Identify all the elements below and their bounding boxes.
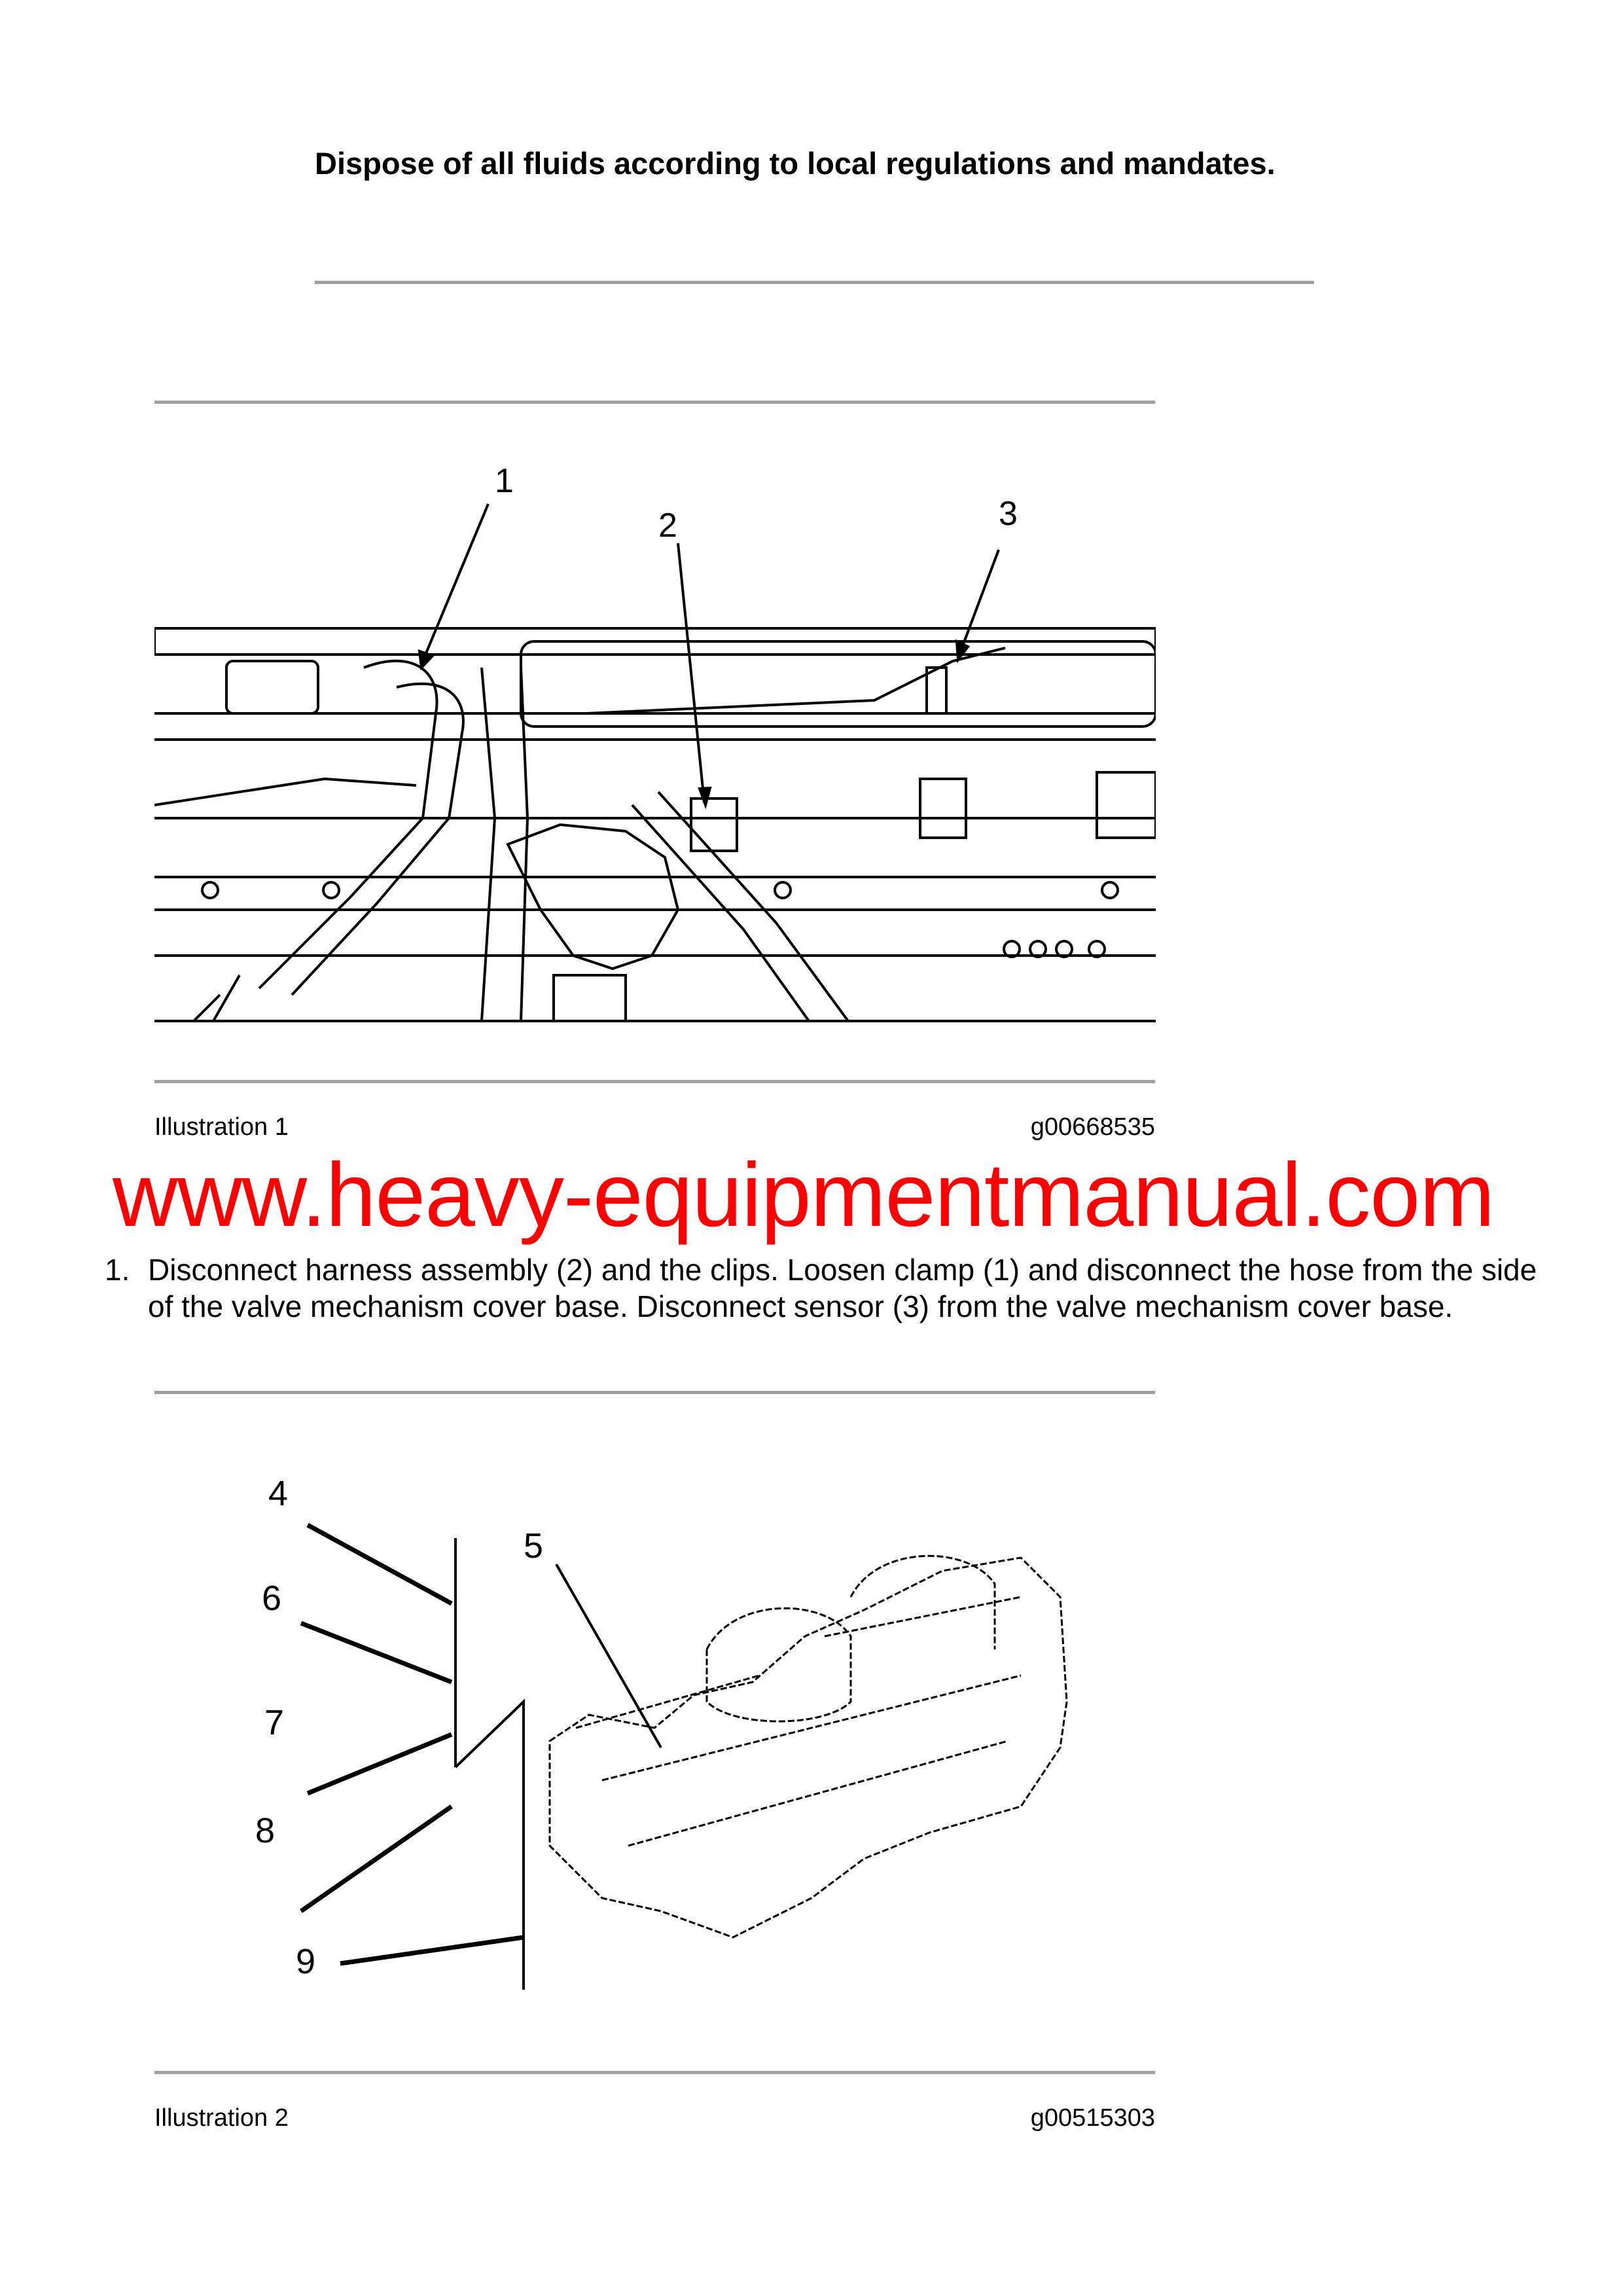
divider (154, 2071, 1155, 2074)
callout-8: 8 (255, 1811, 275, 1850)
callout-7: 7 (264, 1703, 284, 1742)
callout-1: 1 (495, 462, 514, 500)
illustration-1-label: Illustration 1 (154, 1113, 289, 1141)
step-number: 1. (105, 1253, 130, 1287)
callout-2: 2 (658, 507, 677, 545)
step-1: 1. Disconnect harness assembly (2) and t… (105, 1251, 1564, 1325)
divider (315, 281, 1314, 284)
illustration-2-cover-base-drawing: 4 5 6 7 8 9 (255, 1474, 1068, 1990)
callout-3: 3 (999, 495, 1018, 533)
illustration-1-code: g00668535 (1030, 1113, 1155, 1141)
callout-4: 4 (268, 1474, 288, 1513)
illustration-2-code: g00515303 (1030, 2104, 1155, 2132)
divider (154, 1080, 1155, 1083)
callout-6: 6 (262, 1579, 281, 1618)
divider (154, 1391, 1155, 1394)
callout-5: 5 (524, 1526, 543, 1566)
divider (154, 401, 1155, 404)
illustration-2-label: Illustration 2 (154, 2104, 289, 2132)
illustration-1-engine-drawing: 1 2 3 (154, 462, 1156, 1022)
step-text: Disconnect harness assembly (2) and the … (148, 1253, 1537, 1323)
fluid-disposal-warning: Dispose of all fluids according to local… (315, 146, 1275, 181)
watermark: www.heavy-equipmentmanual.com (113, 1145, 1495, 1246)
callout-9: 9 (296, 1942, 315, 1981)
